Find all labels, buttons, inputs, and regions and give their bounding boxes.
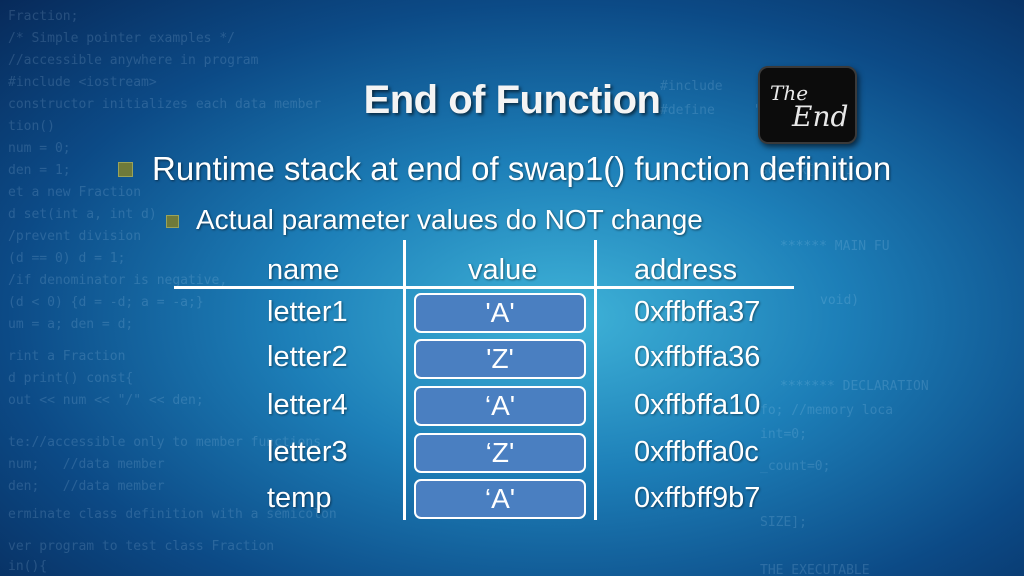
row-name: letter3 [267, 436, 348, 468]
row-value-cell: ‘A' [414, 386, 586, 426]
row-name: letter2 [267, 341, 348, 373]
the-end-logo: The End [758, 66, 857, 144]
row-address: 0xffbffa10 [634, 389, 761, 421]
row-name: temp [267, 482, 332, 514]
bullet-text: Actual parameter values do NOT change [196, 204, 703, 235]
slide-title: End of Function [363, 78, 661, 122]
svg-text:The: The [770, 81, 808, 105]
bullet-text: Runtime stack at end of swap1() function… [152, 150, 892, 187]
header-address: address [634, 254, 738, 286]
row-name: letter4 [267, 389, 348, 421]
row-name: letter1 [267, 296, 348, 328]
row-address: 0xffbffa37 [634, 296, 761, 328]
header-underline [174, 286, 794, 289]
row-value-cell: ‘Z' [414, 433, 586, 473]
row-address: 0xffbff9b7 [634, 482, 761, 514]
row-value-cell: ‘A' [414, 479, 586, 519]
bullet-marker [118, 162, 133, 177]
row-value-cell: 'A' [414, 293, 586, 333]
row-address: 0xffbffa0c [634, 436, 759, 468]
svg-text:End: End [791, 100, 848, 133]
header-value: value [468, 254, 538, 286]
sub-bullet-marker [166, 215, 179, 228]
header-name: name [267, 254, 340, 286]
bullet-runtime-stack: Runtime stack at end of swap1() function… [118, 150, 892, 188]
column-divider-right [594, 240, 597, 520]
row-value-cell: 'Z' [414, 339, 586, 379]
bullet-parameter-values: Actual parameter values do NOT change [166, 204, 703, 236]
column-divider-left [403, 240, 406, 520]
row-address: 0xffbffa36 [634, 341, 761, 373]
